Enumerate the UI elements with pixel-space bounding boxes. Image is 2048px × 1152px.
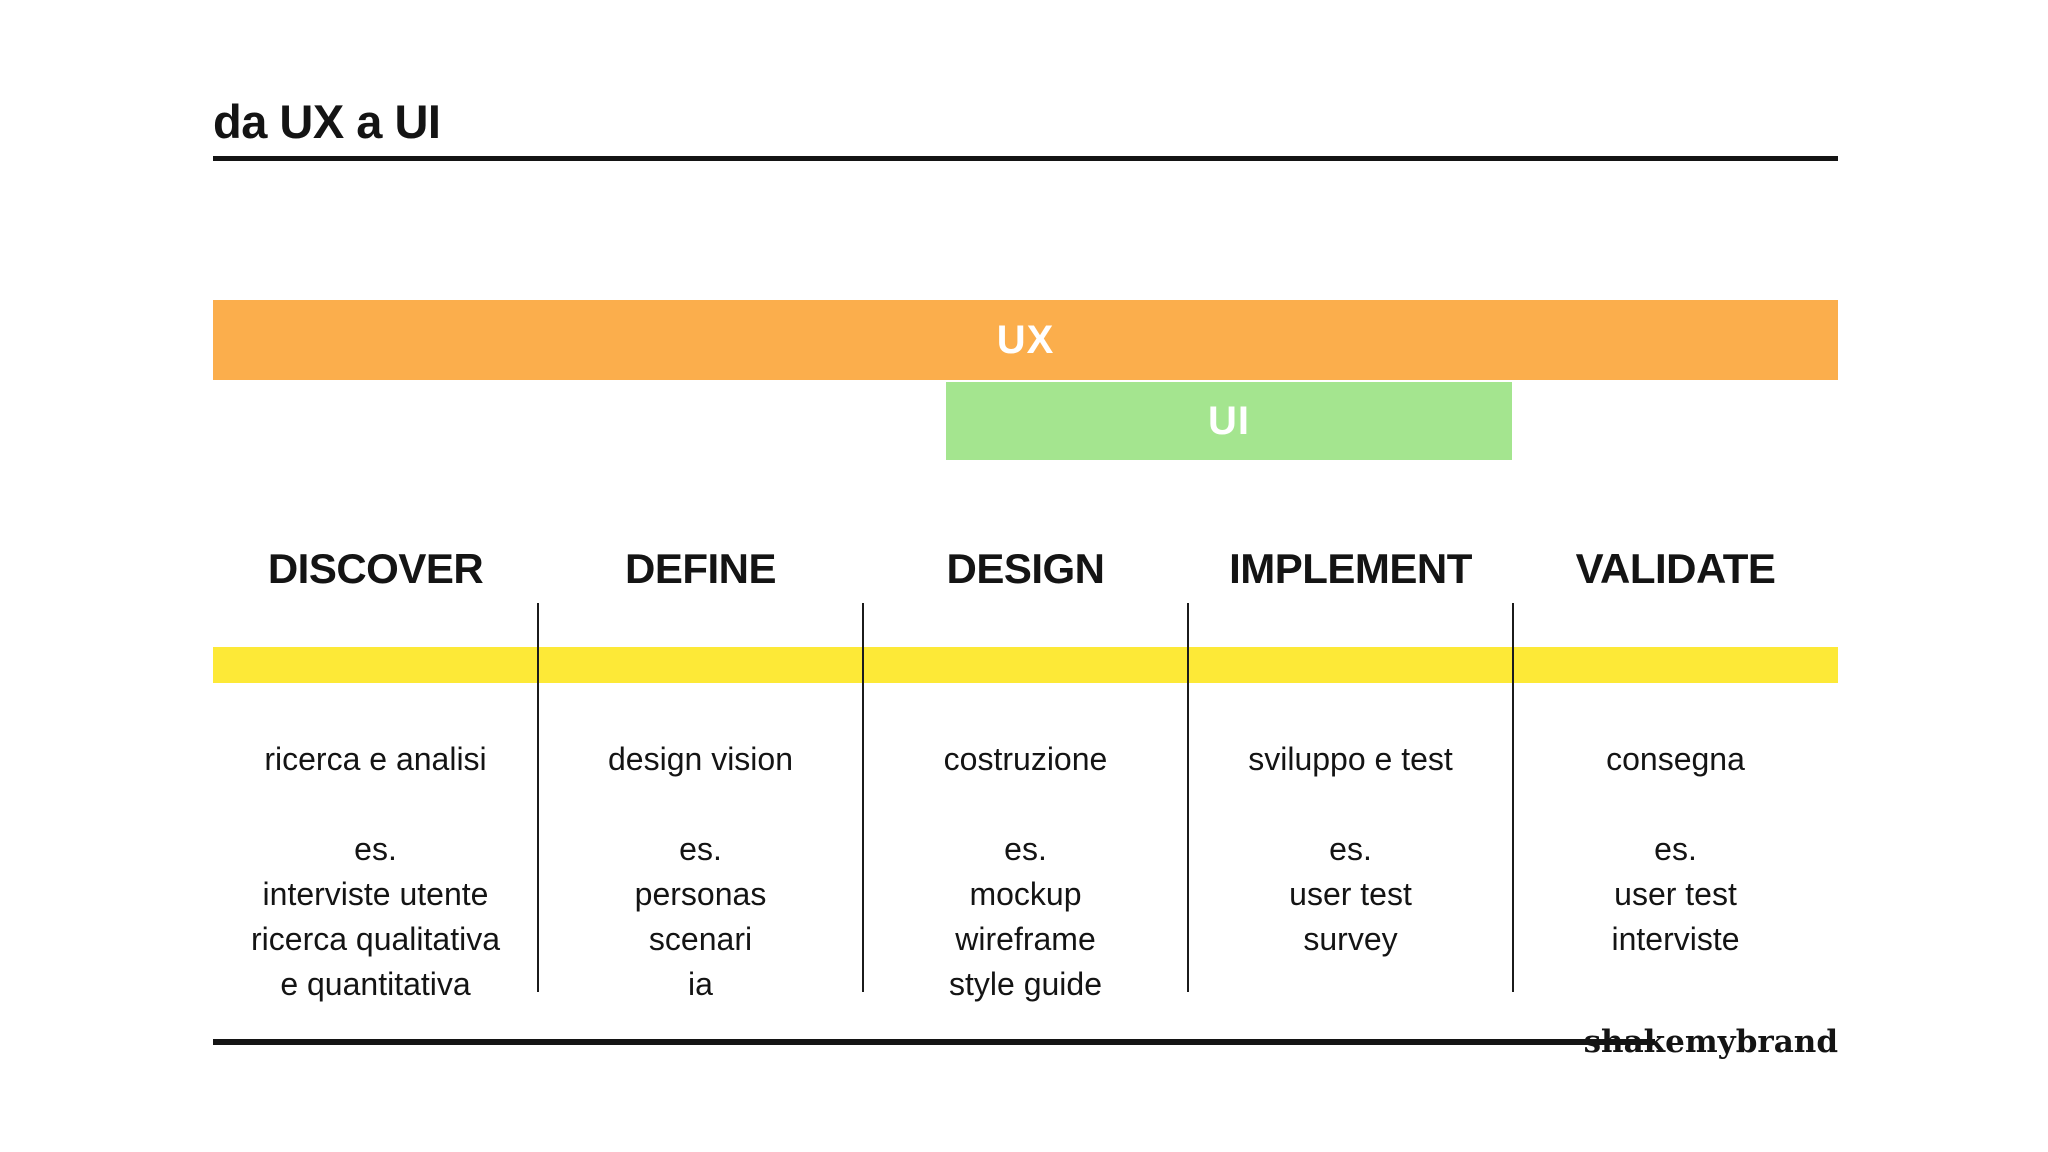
phase-details-define: design vision es. personas scenari ia [538, 737, 863, 1007]
phase-details-implement: sviluppo e test es. user test survey [1188, 737, 1513, 962]
column-divider [537, 603, 539, 992]
phase-header-define: DEFINE [624, 545, 777, 592]
phase-example: ia [688, 966, 713, 1002]
phase-summary: costruzione [943, 741, 1108, 777]
page-title: da UX a UI [213, 95, 441, 148]
phase-summary: design vision [608, 741, 793, 777]
phase-summary: ricerca e analisi [264, 741, 487, 777]
phase-header-discover: DISCOVER [267, 545, 484, 592]
phase-example: user test [1614, 876, 1737, 912]
phase-details-discover: ricerca e analisi es. interviste utente … [213, 737, 538, 1007]
phase-example: wireframe [955, 921, 1096, 957]
phase-summary: consegna [1606, 741, 1745, 777]
phase-header-implement: IMPLEMENT [1229, 545, 1472, 592]
column-divider [1187, 603, 1189, 992]
phase-example: es. [1329, 831, 1372, 867]
spacer [538, 782, 863, 827]
phase-summary: sviluppo e test [1248, 741, 1453, 777]
phase-example: es. [354, 831, 397, 867]
phase-example: e quantitativa [280, 966, 471, 1002]
ui-bar-label: UI [1208, 399, 1250, 443]
ux-bar-label: UX [996, 318, 1055, 362]
phase-example: scenari [648, 921, 753, 957]
column-divider [862, 603, 864, 992]
timeline-bar [213, 647, 1838, 683]
phase-header-validate: VALIDATE [1575, 545, 1776, 592]
phase-details-design: costruzione es. mockup wireframe style g… [863, 737, 1188, 1007]
spacer [213, 782, 538, 827]
phase-header-design: DESIGN [946, 545, 1105, 592]
ux-bar: UX [213, 300, 1838, 380]
phase-example: ricerca qualitativa [251, 921, 500, 957]
spacer [1513, 782, 1838, 827]
phase-example: es. [1004, 831, 1047, 867]
footer-rule [213, 1039, 1655, 1045]
ui-bar: UI [946, 382, 1512, 460]
phase-example: personas [634, 876, 767, 912]
phase-details-validate: consegna es. user test interviste [1513, 737, 1838, 962]
phase-example: interviste [1611, 921, 1740, 957]
column-divider [1512, 603, 1514, 992]
spacer [863, 782, 1188, 827]
title-underline [213, 156, 1838, 161]
phase-example: mockup [969, 876, 1082, 912]
phase-example: survey [1303, 921, 1398, 957]
phase-example: user test [1289, 876, 1412, 912]
phase-example: interviste utente [262, 876, 489, 912]
spacer [1188, 782, 1513, 827]
brand-logo-text: shakemybrand [1583, 1024, 1838, 1060]
phase-example: es. [1654, 831, 1697, 867]
phase-example: style guide [949, 966, 1102, 1002]
phase-example: es. [679, 831, 722, 867]
